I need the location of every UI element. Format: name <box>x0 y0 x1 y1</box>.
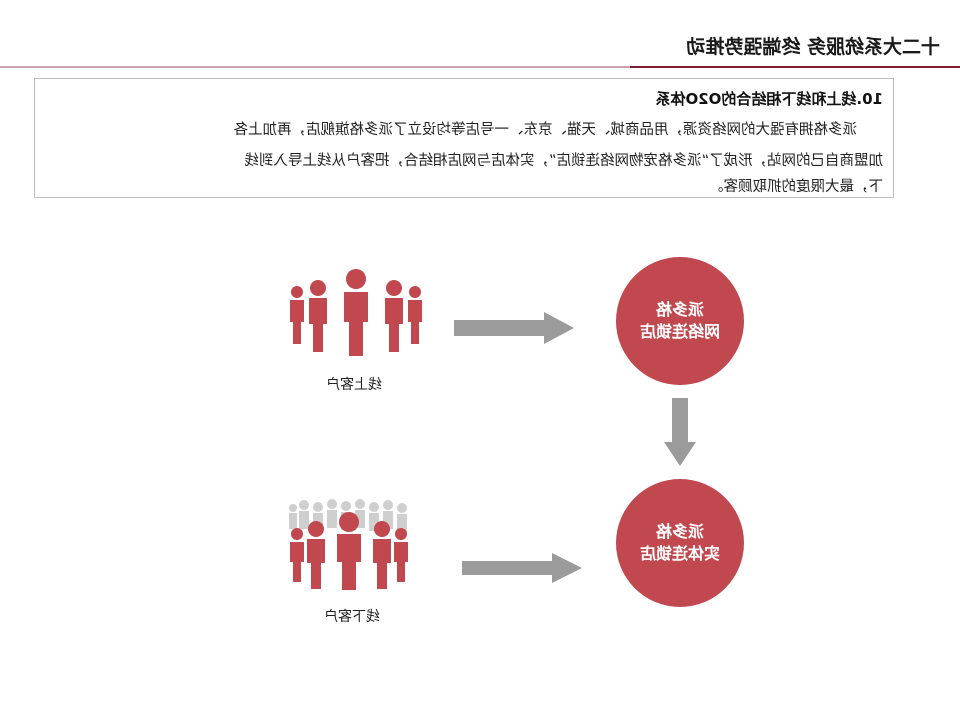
description-line-3: 下，最大限度的抓取顾客。 <box>709 179 883 195</box>
offline-customers-label: 线下客户 <box>324 609 380 625</box>
physical-store-node-line2: 实体连锁店 <box>640 544 721 563</box>
offline-customers-icon <box>288 498 410 590</box>
online-store-node-line1: 派多格 <box>656 300 705 319</box>
arrow-down-icon <box>664 398 696 470</box>
online-store-node-line2: 网络连锁店 <box>640 322 721 341</box>
online-customers-label: 线上客户 <box>326 377 382 393</box>
arrow-right-icon <box>462 551 582 589</box>
online-customers-icon <box>288 268 424 358</box>
description-box: 10.线上和线下相结合的O2O体系 派多格拥有强大的网络资源，用品商城、天猫、京… <box>34 78 894 198</box>
header-divider-light <box>0 66 630 68</box>
physical-store-node-line1: 派多格 <box>656 522 705 541</box>
physical-store-node: 派多格 实体连锁店 <box>616 479 744 607</box>
online-store-node: 派多格 网络连锁店 <box>616 257 744 385</box>
description-line-2: 加盟商自己的网站，形成了“派多格宠物网络连锁店”，实体店与网店相结合，把客户从线… <box>244 153 883 169</box>
description-title: 10.线上和线下相结合的O2O体系 <box>655 90 883 108</box>
page-title: 十二大系统服务 终端强势推动 <box>686 36 940 58</box>
description-line-1: 派多格拥有强大的网络资源，用品商城、天猫、京东、一号店等均设立了派多格旗舰店，再… <box>233 122 858 138</box>
header-divider-dark <box>630 66 960 68</box>
arrow-right-icon <box>454 310 574 350</box>
header-divider <box>0 66 960 68</box>
